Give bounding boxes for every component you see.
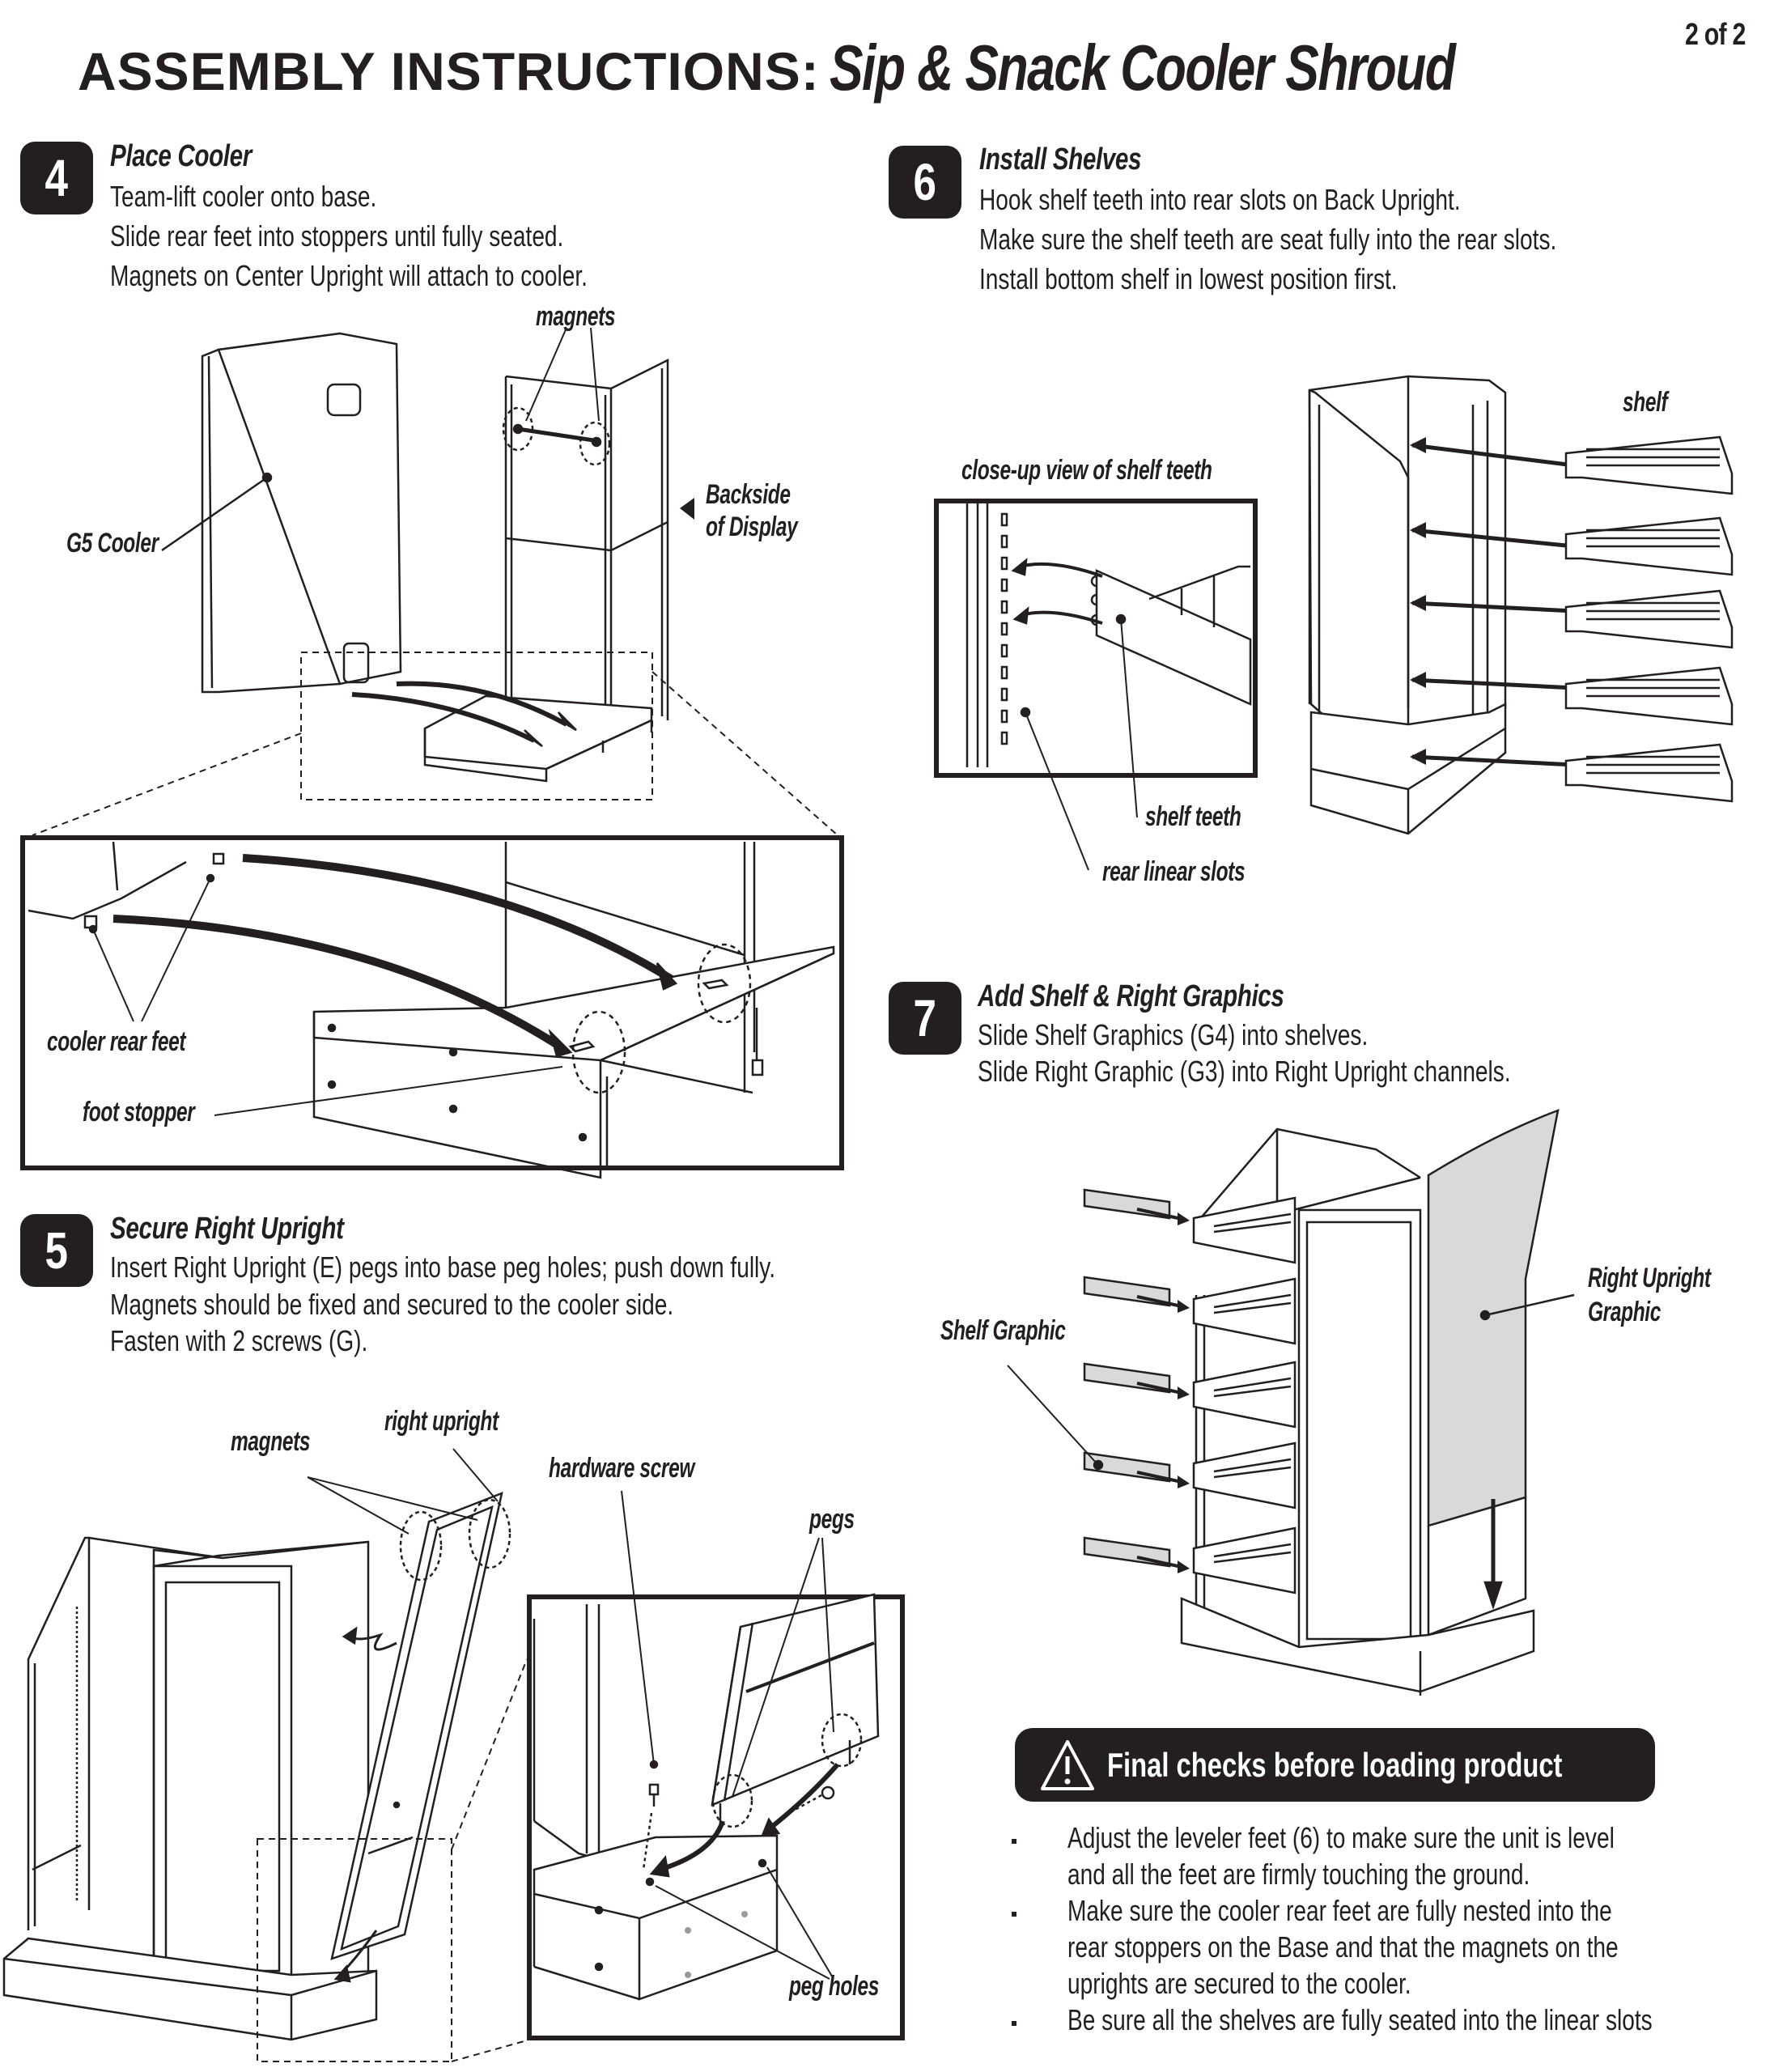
label-right-upright-graphic-2: Graphic: [1588, 1297, 1661, 1327]
shelf-drawing: [1564, 516, 1734, 576]
label-peg-holes: peg holes: [789, 1971, 880, 2002]
closeup-frame: [20, 835, 844, 1170]
step-instruction: Make sure the shelf teeth are seat fully…: [979, 223, 1557, 256]
label-pegs: pegs: [809, 1504, 855, 1535]
step-title: Install Shelves: [979, 142, 1142, 176]
label-rear-linear-slots: rear linear slots: [1102, 856, 1246, 887]
label-right-upright-graphic: Right Upright: [1588, 1263, 1711, 1293]
page-indicator: 2 of 2: [1685, 18, 1746, 52]
final-checks-title: Final checks before loading product: [1107, 1745, 1563, 1784]
step-instruction: Magnets on Center Upright will attach to…: [110, 259, 588, 292]
bullet: [1012, 2021, 1016, 2026]
label-closeup: close-up view of shelf teeth: [961, 455, 1212, 486]
bullet: [1012, 1912, 1016, 1917]
shelf-drawing: [1564, 435, 1734, 495]
label-shelf-teeth: shelf teeth: [1145, 801, 1241, 832]
step-number-badge: 4: [20, 142, 93, 214]
center-upright-drawing: [502, 358, 669, 732]
step-instruction: Fasten with 2 screws (G).: [110, 1324, 368, 1357]
shelf-arrows: [1411, 443, 1575, 767]
check-item-text: uprights are secured to the cooler.: [1067, 1967, 1411, 2000]
shelves: [1192, 1196, 1297, 1594]
shelf-drawing: [1564, 743, 1734, 803]
bullet: [1012, 1839, 1016, 1844]
label-backside: Backside: [706, 479, 791, 510]
label-shelf: shelf: [1623, 387, 1668, 418]
label-hardware-screw: hardware screw: [549, 1453, 695, 1484]
label-right-upright: right upright: [384, 1406, 499, 1437]
check-item-text: and all the feet are firmly touching the…: [1067, 1858, 1530, 1891]
shelf-drawing: [1564, 666, 1734, 726]
step-instruction: Insert Right Upright (E) pegs into base …: [110, 1250, 776, 1284]
label-of-display: of Display: [706, 512, 798, 542]
step-instruction: Team-lift cooler onto base.: [110, 180, 377, 213]
label-magnets: magnets: [231, 1426, 311, 1457]
check-item-text: Adjust the leveler feet (6) to make sure…: [1067, 1821, 1615, 1854]
step-instruction: Install bottom shelf in lowest position …: [979, 262, 1398, 295]
label-magnets: magnets: [536, 301, 616, 332]
step-number-badge: 7: [889, 982, 961, 1055]
shelf-graphics: [1083, 1188, 1171, 1568]
check-item-text: Make sure the cooler rear feet are fully…: [1067, 1894, 1612, 1927]
step-instruction: Slide Shelf Graphics (G4) into shelves.: [978, 1018, 1369, 1051]
step-title: Add Shelf & Right Graphics: [978, 979, 1284, 1013]
title-product: Sip & Snack Cooler Shroud: [829, 32, 1456, 104]
label-foot-stopper: foot stopper: [83, 1097, 195, 1127]
step-instruction: Magnets should be fixed and secured to t…: [110, 1288, 674, 1321]
step-title: Place Cooler: [110, 139, 252, 173]
warning-triangle-icon: [1041, 1739, 1094, 1790]
cooler-drawing: [201, 332, 402, 694]
label-cooler-rear-feet: cooler rear feet: [47, 1026, 186, 1057]
check-item-text: Be sure all the shelves are fully seated…: [1067, 2003, 1653, 2036]
closeup-frame: [934, 499, 1258, 778]
detail-frame: [527, 1594, 905, 2040]
step-instruction: Hook shelf teeth into rear slots on Back…: [979, 183, 1461, 216]
shelf-drawing: [1564, 589, 1734, 649]
label-g5-cooler: G5 Cooler: [66, 528, 159, 558]
page-title: ASSEMBLY INSTRUCTIONS:Sip & Snack Cooler…: [78, 31, 1631, 105]
step-number-badge: 5: [20, 1214, 93, 1287]
label-shelf-graphic: Shelf Graphic: [940, 1315, 1066, 1346]
rear-slots: [1000, 512, 1008, 745]
step-title: Secure Right Upright: [110, 1212, 344, 1246]
check-item-text: rear stoppers on the Base and that the m…: [1067, 1930, 1619, 1964]
shelves: [1564, 435, 1734, 803]
step-number-badge: 6: [889, 146, 961, 219]
title-main: ASSEMBLY INSTRUCTIONS:: [78, 41, 820, 101]
step-instruction: Slide rear feet into stoppers until full…: [110, 219, 564, 253]
step-instruction: Slide Right Graphic (G3) into Right Upri…: [978, 1055, 1511, 1088]
final-checks-banner: Final checks before loading product: [1015, 1728, 1655, 1802]
